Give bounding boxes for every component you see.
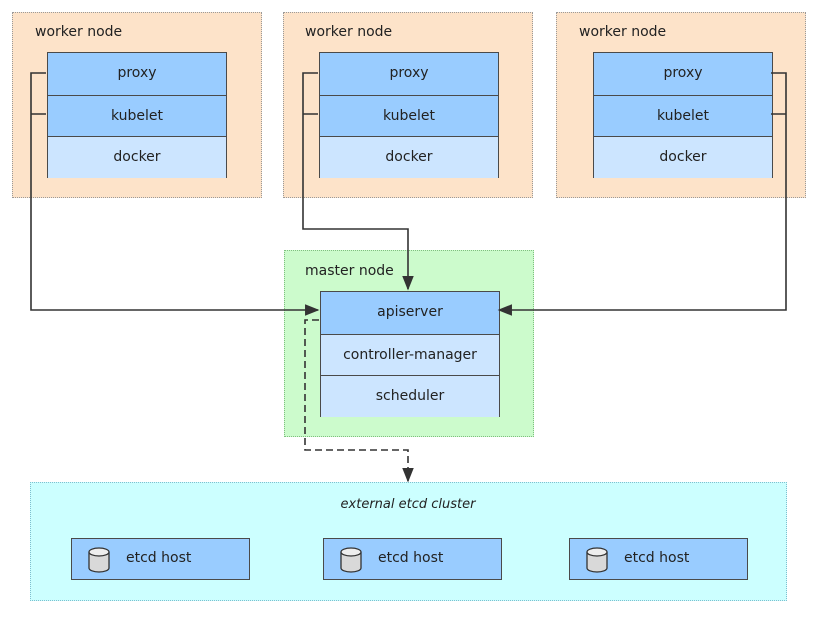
worker-node-1-components: proxy kubelet docker — [47, 52, 227, 178]
etcd-host-label: etcd host — [126, 550, 192, 566]
etcd-host-1[interactable]: etcd host — [71, 538, 250, 580]
worker-node-title: worker node — [35, 24, 123, 40]
proxy-component[interactable]: proxy — [48, 53, 226, 95]
worker-node-3: worker node proxy kubelet docker — [556, 12, 806, 198]
worker-node-title: worker node — [305, 24, 393, 40]
etcd-host-label: etcd host — [624, 550, 690, 566]
database-icon — [586, 547, 608, 573]
database-icon — [340, 547, 362, 573]
worker-node-1: worker node proxy kubelet docker — [12, 12, 262, 198]
worker-node-title: worker node — [579, 24, 667, 40]
kubelet-component[interactable]: kubelet — [48, 94, 226, 136]
kubelet-component[interactable]: kubelet — [594, 94, 772, 136]
docker-component[interactable]: docker — [594, 136, 772, 178]
master-node-title: master node — [305, 263, 394, 279]
controller-manager-component[interactable]: controller-manager — [321, 333, 499, 375]
master-node-components: apiserver controller-manager scheduler — [320, 291, 500, 417]
worker-node-2: worker node proxy kubelet docker — [283, 12, 533, 198]
docker-component[interactable]: docker — [48, 136, 226, 178]
apiserver-component[interactable]: apiserver — [321, 292, 499, 334]
etcd-host-3[interactable]: etcd host — [569, 538, 748, 580]
worker-node-2-components: proxy kubelet docker — [319, 52, 499, 178]
kubelet-component[interactable]: kubelet — [320, 94, 498, 136]
etcd-host-2[interactable]: etcd host — [323, 538, 502, 580]
proxy-component[interactable]: proxy — [594, 53, 772, 95]
database-icon — [88, 547, 110, 573]
scheduler-component[interactable]: scheduler — [321, 375, 499, 417]
docker-component[interactable]: docker — [320, 136, 498, 178]
master-node: master node apiserver controller-manager… — [284, 250, 534, 437]
proxy-component[interactable]: proxy — [320, 53, 498, 95]
worker-node-3-components: proxy kubelet docker — [593, 52, 773, 178]
etcd-host-label: etcd host — [378, 550, 444, 566]
etcd-cluster-title: external etcd cluster — [340, 497, 476, 512]
